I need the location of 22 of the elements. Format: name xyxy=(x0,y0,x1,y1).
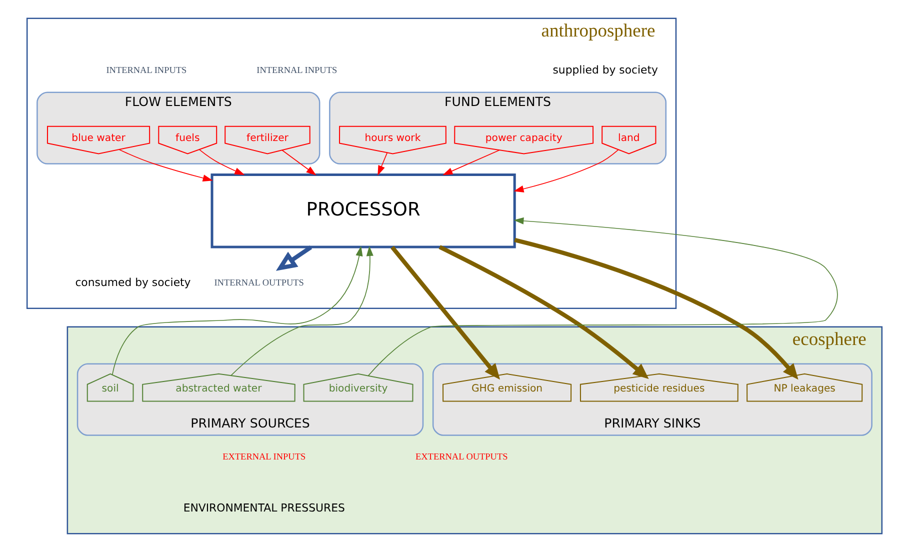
arrow xyxy=(282,150,316,176)
node-box: PROCESSOR xyxy=(210,173,516,248)
arrow xyxy=(230,246,374,376)
node-label: EXTERNAL OUTPUTS xyxy=(416,451,508,462)
arrow xyxy=(438,245,649,380)
label: supplied by society xyxy=(552,63,658,76)
arrow xyxy=(442,150,500,176)
node-label: EXTERNAL INPUTS xyxy=(222,451,306,462)
arrow xyxy=(276,245,312,271)
label: consumed by society xyxy=(75,276,191,289)
arrow xyxy=(514,238,798,380)
node-label: INTERNAL INPUTS xyxy=(106,64,187,75)
arrow xyxy=(199,149,245,176)
node-text: INTERNAL OUTPUTS xyxy=(214,278,304,288)
arrow xyxy=(378,152,388,176)
arrow xyxy=(368,217,838,376)
arrow xyxy=(118,149,213,182)
arrow xyxy=(112,246,363,376)
arrow xyxy=(390,246,500,380)
label: ENVIRONMENTAL PRESSURES xyxy=(183,501,345,514)
node-label: INTERNAL INPUTS xyxy=(256,64,338,75)
arrow xyxy=(514,149,619,192)
